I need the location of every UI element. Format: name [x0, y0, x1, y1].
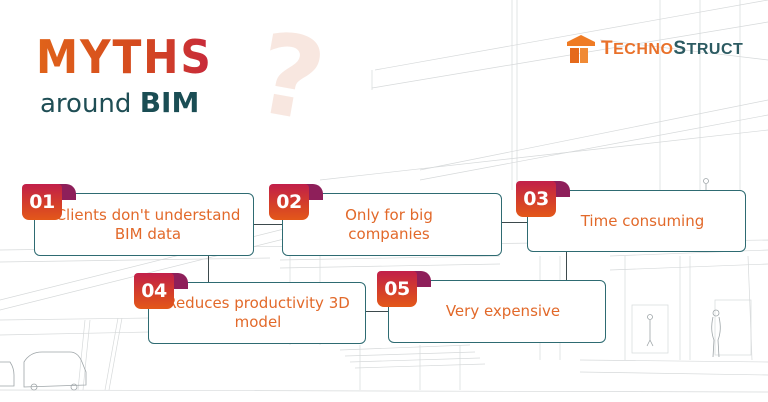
connector-2-3 — [502, 222, 527, 224]
connector-3-5 — [566, 252, 568, 280]
myth-card-05: Very expensive — [388, 280, 606, 343]
myth-text: Reduces productivity 3D model — [166, 294, 350, 331]
myth-badge-02: 02 — [269, 184, 325, 224]
page-title: MYTHS — [36, 30, 213, 84]
myth-number: 01 — [22, 184, 62, 220]
connector-1-4 — [208, 256, 210, 282]
myth-number: 05 — [377, 271, 417, 307]
myth-text: Time consuming — [580, 211, 705, 230]
myth-badge-04: 04 — [134, 273, 190, 313]
myth-text: Very expensive — [445, 302, 561, 320]
technostruct-logo: TECHNOSTRUCT — [567, 33, 743, 63]
myth-card-03: Time consuming — [527, 190, 746, 252]
myth-text: Clients don't understand BIM data — [55, 205, 241, 243]
connector-4-5 — [366, 311, 388, 313]
myth-badge-05: 05 — [377, 271, 433, 311]
myth-card-01: Clients don't understand BIM data — [34, 193, 254, 256]
logo-wordmark: TECHNOSTRUCT — [601, 37, 744, 59]
myth-badge-01: 01 — [22, 184, 78, 224]
subtitle-emphasis: BIM — [139, 86, 200, 119]
myth-text: Only for big companies — [345, 205, 433, 243]
myth-card-04: Reduces productivity 3D model — [148, 282, 366, 344]
subtitle-prefix: around — [40, 89, 132, 119]
t-beam-icon — [567, 35, 595, 63]
myth-number: 04 — [134, 273, 174, 309]
page-subtitle: around BIM — [40, 86, 200, 119]
myth-number: 03 — [516, 181, 556, 217]
connector-1-2 — [254, 224, 282, 226]
myth-number: 02 — [269, 184, 309, 220]
myth-card-02: Only for big companies — [282, 193, 502, 256]
myth-badge-03: 03 — [516, 181, 572, 221]
